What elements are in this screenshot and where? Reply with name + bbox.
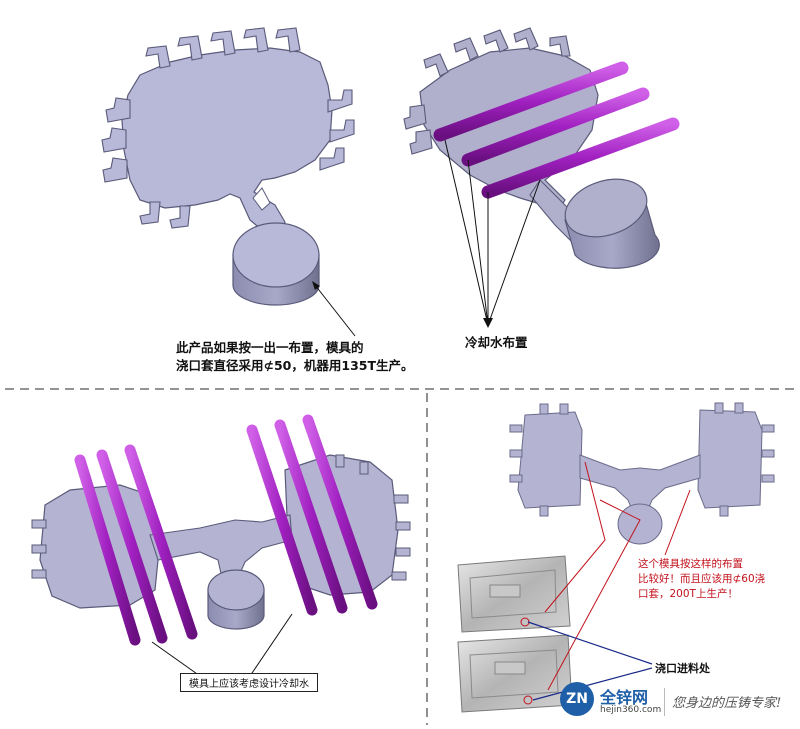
feed-pointers: [527, 621, 653, 701]
casting-layout-flat: [509, 402, 775, 545]
cooling-pointers: [444, 139, 541, 326]
caption-line-2: 浇口套直径采用⊄50，机器用135T生产。: [176, 358, 414, 373]
caption-cooling-design: 模具上应该考虑设计冷却水: [180, 673, 318, 692]
casting-photo-top: [457, 555, 571, 633]
red-annotation-lines: [520, 461, 691, 705]
caption-pointer: [314, 284, 356, 337]
note-line-1: 这个模具按这样的布置: [638, 558, 743, 570]
logo-mark: ZN: [560, 682, 594, 716]
logo-slogan: 您身边的压铸专家!: [672, 696, 782, 711]
caption-cooling-layout: 冷却水布置: [465, 335, 528, 350]
caption-single-cavity: 此产品如果按一出一布置，模具的 浇口套直径采用⊄50，机器用135T生产。: [176, 339, 414, 375]
note-line-3: 口套，200T上生产！: [638, 588, 738, 600]
cooling-pipes-top: [433, 61, 680, 199]
logo-name: 全锌网: [600, 688, 649, 707]
casting-part-single: [101, 27, 355, 306]
cooling-bottom-pointers: [151, 613, 293, 677]
caption-feed-point: 浇口进料处: [655, 662, 710, 675]
casting-photo-bottom: [457, 634, 573, 713]
note-line-2: 比较好！而且应该用⊄60浇: [638, 573, 766, 585]
logo-divider: [664, 688, 665, 716]
casting-part-double: [31, 454, 411, 630]
cooling-pipes-bottom: [74, 414, 378, 646]
caption-line-1: 此产品如果按一出一布置，模具的: [176, 340, 364, 355]
logo-url: hejin360.com: [600, 705, 662, 715]
recommendation-note: 这个模具按这样的布置 比较好！而且应该用⊄60浇 口套，200T上生产！: [638, 557, 765, 602]
